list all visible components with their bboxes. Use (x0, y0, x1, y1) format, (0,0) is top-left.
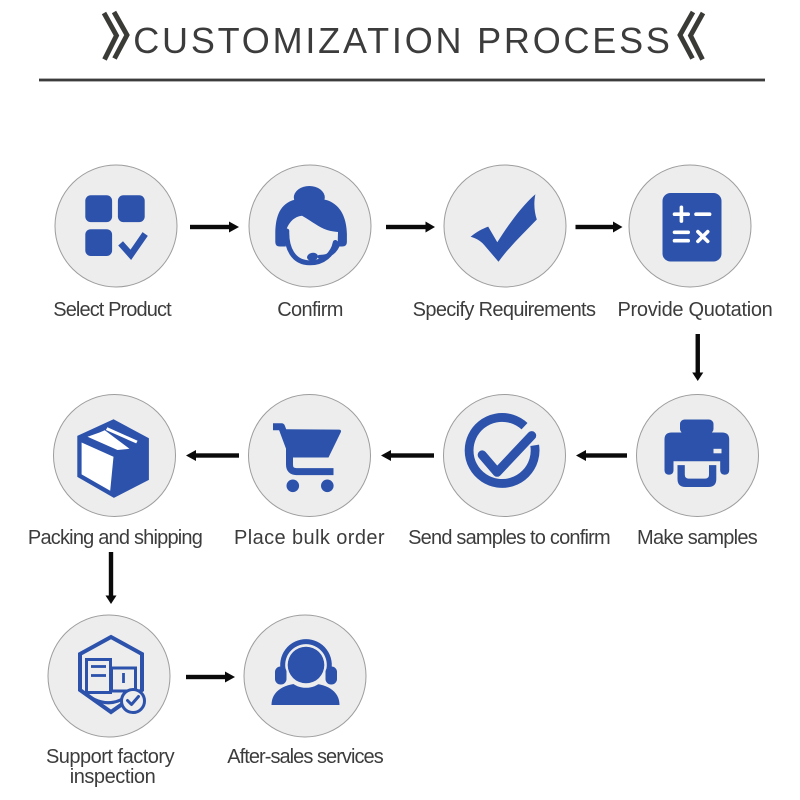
svg-text:Provide Quotation: Provide Quotation (618, 299, 773, 321)
svg-text:CUSTOMIZATION PROCESS: CUSTOMIZATION PROCESS (133, 20, 673, 61)
svg-text:Make samples: Make samples (637, 527, 758, 549)
svg-text:Packing and shipping: Packing and shipping (28, 527, 202, 549)
svg-text:Select Product: Select Product (53, 299, 172, 321)
svg-text:Specify Requirements: Specify Requirements (413, 299, 596, 321)
svg-text:Send samples to confirm: Send samples to confirm (408, 527, 610, 549)
svg-text:Place bulk order: Place bulk order (234, 527, 385, 549)
svg-text:Support factory: Support factory (46, 746, 175, 768)
svg-text:Confirm: Confirm (277, 299, 342, 321)
svg-text:After-sales services: After-sales services (227, 746, 383, 768)
svg-text:inspection: inspection (70, 766, 156, 788)
